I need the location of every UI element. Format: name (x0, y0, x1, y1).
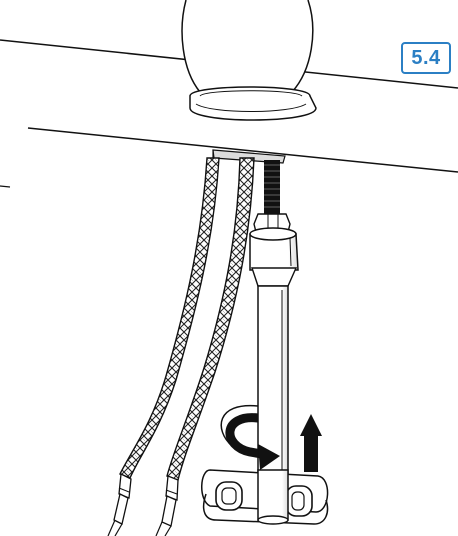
leader-line (0, 185, 11, 188)
hose-right-fitting (165, 475, 179, 501)
braided-hose-right (155, 157, 255, 536)
step-number-badge: 5.4 (401, 42, 451, 74)
up-arrow-icon (300, 414, 322, 472)
counter-underside-edge (27, 127, 458, 173)
rotate-arrow-icon (220, 404, 280, 470)
faucet-base (181, 0, 317, 121)
braided-hose-left (107, 157, 220, 536)
installation-wrench (201, 227, 329, 525)
mounting-plate (212, 149, 286, 164)
threaded-rod (264, 160, 280, 214)
step-number-label: 5.4 (411, 46, 441, 69)
